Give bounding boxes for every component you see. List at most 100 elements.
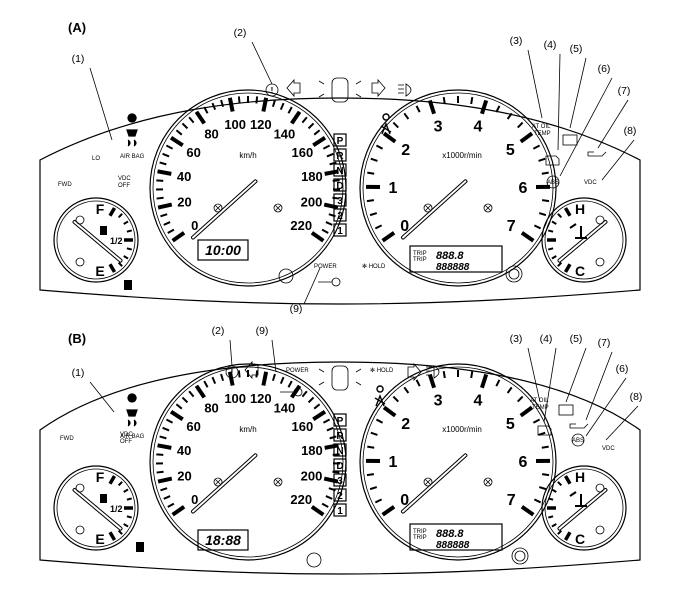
fuel-full-label: F [96, 469, 105, 485]
tick-label: 180 [301, 443, 323, 458]
minor-tick [376, 420, 382, 423]
coolant-temp-icon [570, 492, 587, 506]
small-gauge-needle-inner [559, 490, 605, 529]
small-tick [552, 524, 556, 527]
coolant-temp-icon [570, 224, 587, 238]
major-tick [196, 112, 204, 124]
small-tick [552, 256, 556, 259]
hub-marker [76, 216, 84, 224]
callout-leader [90, 382, 114, 412]
small-tick [119, 531, 123, 535]
callout-vdc: (8) [624, 125, 637, 137]
vdc-label: VDC [602, 446, 615, 452]
minor-tick [367, 200, 374, 201]
minor-tick [182, 123, 187, 128]
vdc-label: VDC [584, 180, 597, 186]
minor-tick [189, 391, 193, 396]
minor-tick [281, 103, 284, 109]
small-tick [566, 476, 571, 484]
door-open-car-icon [332, 366, 348, 390]
minor-tick [160, 436, 167, 438]
oil-pressure-icon [570, 424, 588, 428]
minor-tick [375, 499, 381, 502]
tick-label: 100 [224, 117, 246, 132]
small-tick [124, 524, 128, 527]
small-tick [552, 490, 556, 493]
tick-label: 80 [204, 401, 218, 416]
gear-indicator-P: P [337, 416, 344, 427]
hub-marker-x [426, 206, 431, 211]
minor-tick [157, 472, 164, 473]
tick-label: 1 [389, 180, 398, 197]
minor-tick [163, 428, 169, 431]
hub-marker-x [276, 206, 281, 211]
trip-b-label: TRIP [413, 257, 427, 263]
gear-indicator-N: N [336, 166, 343, 177]
callout-leader [570, 58, 586, 128]
gear-indicator-R: R [336, 431, 344, 442]
minor-tick [326, 496, 332, 499]
callout-leader [230, 340, 232, 366]
minor-tick [166, 420, 172, 423]
door-open-rays [319, 369, 361, 385]
airbag-icon [127, 394, 137, 426]
hub-marker [596, 526, 604, 534]
airbag-label: AIR BAG [120, 154, 145, 160]
minor-tick [534, 499, 540, 502]
tick-label: 220 [290, 218, 312, 233]
major-tick [482, 100, 486, 113]
minor-tick [542, 200, 549, 201]
minor-tick [164, 222, 170, 225]
hold-label: ✻ HOLD [362, 263, 386, 270]
minor-tick [367, 173, 374, 174]
minor-tick [518, 123, 523, 128]
major-tick [263, 372, 266, 386]
callout-leader [586, 378, 626, 436]
minor-tick [302, 391, 306, 396]
gauge-needle-inner [193, 181, 255, 237]
major-tick [383, 507, 394, 515]
hub-marker [76, 484, 84, 492]
small-tick [110, 532, 115, 540]
small-tick [558, 263, 562, 267]
small-tick [119, 263, 123, 267]
trip-readout: 888.8 [436, 528, 464, 540]
major-tick [292, 112, 300, 124]
minor-tick [539, 433, 546, 435]
minor-tick [330, 436, 337, 438]
callout-airbag: (1) [72, 53, 85, 65]
hold-label: ✻ HOLD [370, 367, 394, 374]
major-tick [196, 386, 204, 398]
speed-unit: km/h [239, 151, 256, 160]
callout-vdc: (8) [630, 391, 643, 403]
callout-brake: (2) [212, 325, 225, 337]
tick-label: 3 [434, 393, 443, 410]
brake-warning-mark: ! [271, 86, 274, 95]
small-tick [127, 516, 132, 517]
at-oil-temp-label-1: AT OIL [532, 124, 551, 130]
minor-tick [375, 225, 381, 228]
temp-hot-label: H [575, 201, 585, 217]
tick-label: 7 [507, 218, 516, 235]
tire-pressure-icon [307, 553, 321, 567]
abs-label: ABS [572, 438, 584, 444]
gear-indicator-2: 2 [337, 491, 343, 502]
rpm-unit: x1000r/min [442, 425, 482, 434]
tick-label: 20 [177, 468, 191, 483]
power-label: POWER [314, 264, 337, 270]
power-label: POWER [286, 368, 309, 374]
minor-tick [542, 173, 549, 174]
minor-tick [323, 420, 329, 423]
seatbelt-icon [381, 114, 391, 134]
fwd-label: FWD [58, 182, 72, 188]
low-fuel-icon [136, 542, 144, 552]
minor-tick [281, 377, 284, 383]
small-tick [548, 230, 553, 231]
callout-airbag: (1) [72, 367, 85, 379]
minor-tick [189, 117, 193, 122]
small-tick [548, 516, 553, 517]
vdc-off-label-1: VDC [118, 176, 131, 182]
minor-tick [164, 496, 170, 499]
small-tick [127, 248, 132, 249]
tick-label: 60 [186, 145, 200, 160]
